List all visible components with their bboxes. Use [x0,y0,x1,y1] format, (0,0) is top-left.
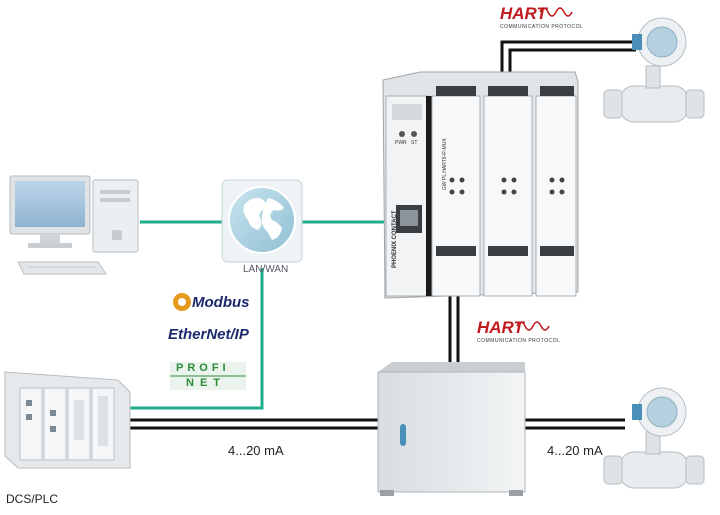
controller-label: DCS/PLC [6,492,59,506]
signal-label-right: 4...20 mA [547,443,603,458]
flowmeter-top-icon [603,17,705,123]
hart-tagline-top: COMMUNICATION PROTOCOL [500,24,584,30]
signal-lines [130,40,636,430]
network-lines [130,220,390,410]
signal-label-left: 4...20 mA [228,443,284,458]
gateway-pwr-label: PWR [395,140,407,146]
cabinet-icon [377,362,526,496]
hart-wave-bottom [516,321,550,331]
profinet-logo-top: PROFI [176,362,230,374]
gateway-st-label: ST [411,140,418,146]
globe-icon [221,179,303,263]
network-label: LAN/WAN [243,264,289,275]
profinet-logo [170,362,246,390]
gateway-module-text: GW PL HART8-R-MUX [442,138,448,190]
plc-rack-icon [4,371,131,469]
modbus-gear-icon [173,293,191,311]
computer-icon [9,175,139,275]
flowmeter-bottom-icon [603,387,705,489]
hart-logo-bottom: HART [477,318,524,337]
hart-logo-top: HART [500,4,547,23]
ethernet-ip-logo: EtherNet/IP [168,326,249,343]
gateway-logo: PHOENIX CONTACT [392,210,398,268]
gateway-device [382,71,579,299]
hart-wave-top [539,7,573,17]
profinet-logo-bottom: NET [186,377,226,389]
hart-tagline-bottom: COMMUNICATION PROTOCOL [477,338,561,344]
modbus-logo: Modbus [192,294,250,311]
